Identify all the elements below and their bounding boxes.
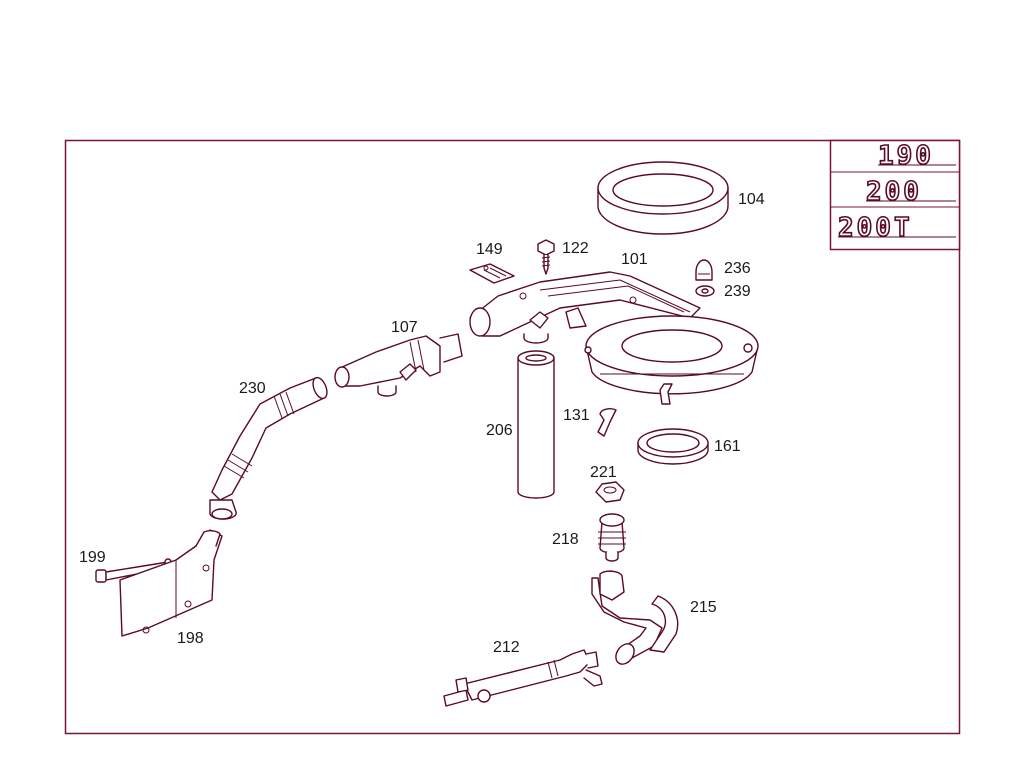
label-122: 122 bbox=[562, 240, 589, 257]
part-221-nut bbox=[595, 481, 625, 503]
part-218-valve bbox=[598, 513, 626, 562]
part-239-washer bbox=[695, 285, 715, 297]
part-206-tube bbox=[517, 350, 555, 499]
part-107-connector bbox=[334, 333, 463, 397]
part-198-bracket bbox=[119, 529, 223, 637]
label-212: 212 bbox=[493, 639, 520, 656]
label-161: 161 bbox=[714, 438, 741, 455]
label-107: 107 bbox=[391, 319, 418, 336]
label-131: 131 bbox=[563, 407, 590, 424]
label-221: 221 bbox=[590, 464, 617, 481]
label-215: 215 bbox=[690, 599, 717, 616]
label-239: 239 bbox=[724, 283, 751, 300]
label-206: 206 bbox=[486, 422, 513, 439]
part-212-pipe bbox=[443, 649, 603, 707]
part-161-seal bbox=[637, 428, 709, 465]
part-149-plate bbox=[469, 263, 515, 284]
part-230-hose bbox=[209, 376, 328, 520]
part-131-clip bbox=[597, 408, 617, 437]
model-badge-panel: 190 200 200T bbox=[829, 139, 961, 251]
part-101-intake-housing bbox=[469, 271, 759, 405]
label-198: 198 bbox=[177, 630, 204, 647]
badge-200: 200 bbox=[866, 177, 922, 207]
label-149: 149 bbox=[476, 241, 503, 258]
part-104-seal-ring bbox=[597, 161, 729, 235]
label-218: 218 bbox=[552, 531, 579, 548]
label-104: 104 bbox=[738, 191, 765, 208]
badge-200t: 200T bbox=[838, 213, 913, 243]
label-230: 230 bbox=[239, 380, 266, 397]
badge-190: 190 bbox=[878, 141, 934, 171]
diagram-frame bbox=[64, 139, 961, 735]
label-236: 236 bbox=[724, 260, 751, 277]
part-labels: 104 149 122 101 236 239 107 230 206 131 … bbox=[79, 191, 765, 656]
part-122-screw bbox=[537, 239, 555, 275]
label-101: 101 bbox=[621, 251, 648, 268]
part-236-cap-nut bbox=[695, 259, 713, 281]
label-199: 199 bbox=[79, 549, 106, 566]
part-215-hose bbox=[591, 570, 679, 665]
